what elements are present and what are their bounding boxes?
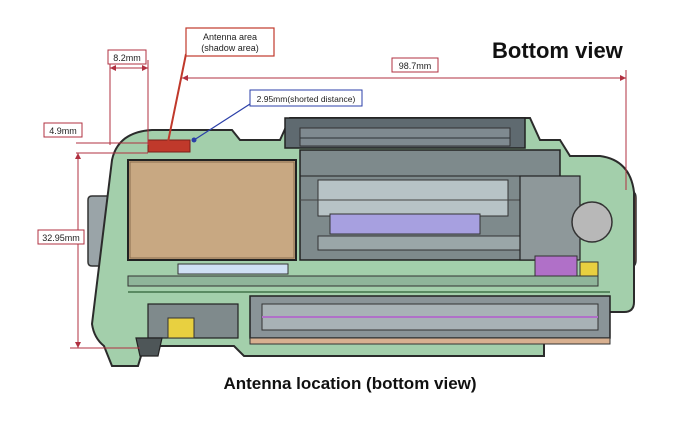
purple-component [534,255,578,277]
dim-8-2-label: 8.2mm [113,53,141,63]
sensor-module [329,213,481,235]
antenna-label-line2: (shadow area) [201,43,259,53]
dim-98-7-box [391,57,439,73]
shorted-distance-pointer [193,103,251,141]
yellow-connector [167,317,195,339]
dim-4-9-box [43,122,83,138]
lens-mount-inner [299,127,511,147]
dim-4-9-label: 4.9mm [49,126,77,136]
dim-32-95-box [37,229,85,245]
dim-8-2-box [107,49,147,65]
antenna-label-line1: Antenna area [203,32,257,42]
dimension-lines [70,60,627,349]
figure-caption: Antenna location (bottom view) [223,374,477,393]
blue-board [177,263,289,275]
dial-mechanism [571,201,613,243]
dim-98-7-label: 98.7mm [399,61,432,71]
shorted-distance-box [249,89,363,107]
antenna-label-box [185,27,275,57]
battery [127,159,297,261]
shorted-distance-label: 2.95mm(shorted distance) [257,94,356,104]
antenna-pointer-line [167,53,187,143]
view-title: Bottom view [492,38,623,63]
dim-32-95-label: 32.95mm [42,233,80,243]
